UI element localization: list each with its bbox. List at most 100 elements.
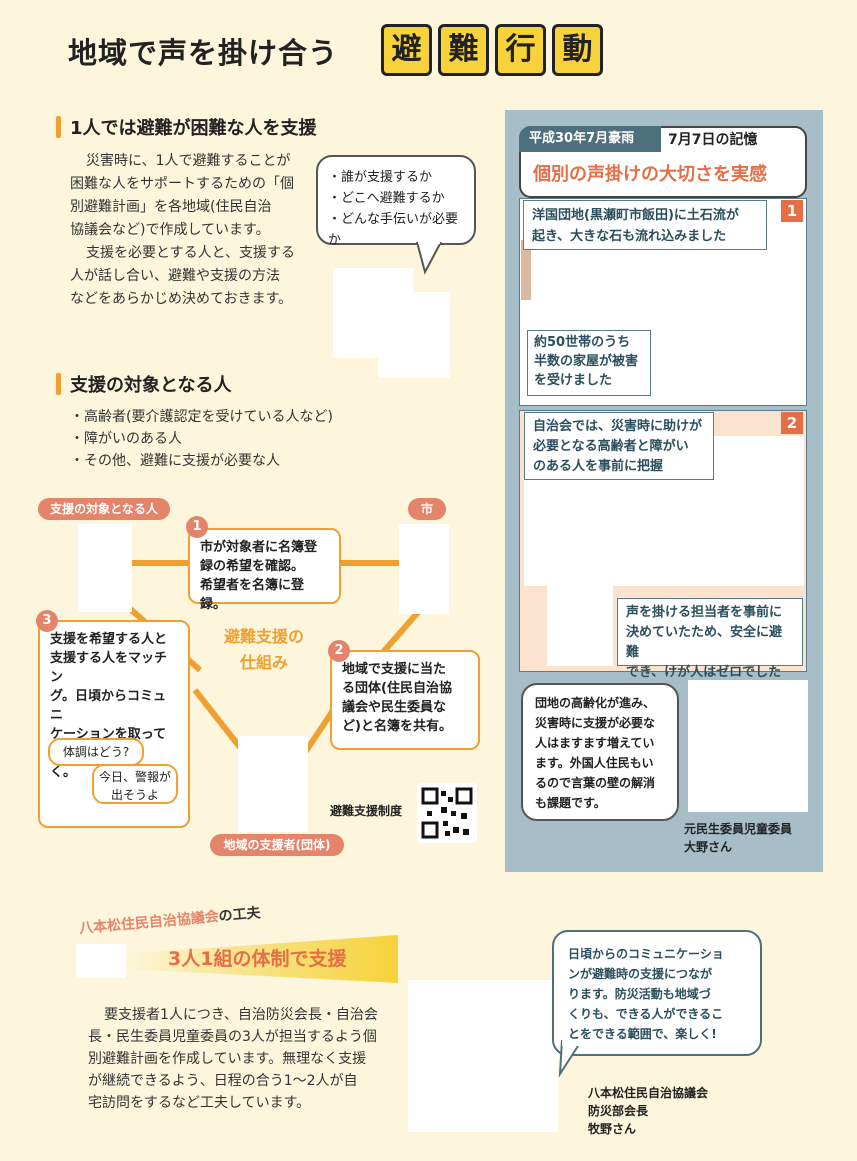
quote-line: ンが避難時の支援につなが	[568, 967, 713, 981]
section1-heading: 1人では避難が困難な人を支援	[56, 114, 317, 140]
para-line: 協議会など)で作成しています。	[70, 222, 270, 238]
makino-name: 八本松住民自治協議会 防災部会長 牧野さん	[588, 1084, 708, 1138]
photo-2-content	[547, 586, 613, 666]
step-line: く。	[50, 765, 77, 780]
quote-line: 団地の高齢化が進み、	[535, 696, 656, 710]
para-line: 人が話し合い、避難や支援の方法	[70, 268, 280, 284]
bubble-line: ・誰が支援するか	[328, 170, 433, 185]
step-line: 市が対象者に名簿登	[200, 540, 318, 555]
section2-heading: 支援の対象となる人	[56, 371, 231, 397]
photo1-number: 1	[781, 200, 803, 222]
step-line: グ。日頃からコミュニ	[50, 689, 166, 723]
photo1-caption: 洋国団地(黒瀬町市飯田)に土石流が 起き、大きな石も流れ込みました	[523, 200, 767, 250]
quote-line: くりも、できる人ができるこ	[568, 1007, 724, 1021]
quote-line: も課題です。	[535, 796, 606, 810]
questions-bubble: ・誰が支援するか ・どこへ避難するか ・どんな手伝いが必要か	[316, 155, 476, 248]
caption-line: でき、けが人はゼロでした	[626, 665, 782, 680]
section1-paragraph: 災害時に、1人で避難することが 困難な人をサポートするための「個 別避難計画」を…	[70, 150, 310, 311]
sidebar-tag-date: 7月7日の記憶	[668, 132, 758, 148]
photo2-caption: 自治会では、災害時に助けが 必要となる高齢者と障がい のある人を事前に把握	[524, 412, 714, 480]
step2-box: 地域で支援に当た る団体(住民自治協 議会や民生委員な ど)と名簿を共有。	[330, 650, 480, 750]
para-line: などをあらかじめ決めておきます。	[70, 291, 293, 307]
para-line: 宅訪問をするなど工夫しています。	[88, 1095, 311, 1111]
person-illustration	[78, 524, 132, 612]
ono-name: 元民生委員児童委員 大野さん	[684, 820, 792, 856]
makino-quote-bubble: 日頃からのコミュニケーショ ンが避難時の支援につなが ります。防災活動も地域づ …	[552, 930, 762, 1056]
step-line: 希望者を名簿に登録。	[200, 578, 305, 612]
sidebar-headline: 個別の声掛けの大切さを実感	[533, 164, 767, 185]
step-line: 地域で支援に当た	[342, 662, 447, 677]
group-illustration	[238, 736, 308, 832]
step-line: 議会や民生委員な	[342, 700, 447, 715]
caption-line: を受けました	[534, 373, 613, 388]
illustration-placeholder	[378, 292, 450, 378]
caption-line: 約50世帯のうち	[534, 335, 631, 350]
quote-line: 災害時に支援が必要な	[535, 716, 656, 730]
step-line: 支援を希望する人と	[50, 632, 168, 647]
tag-support-group: 地域の支援者(団体)	[210, 834, 344, 856]
tag-city: 市	[408, 498, 446, 520]
photo2-number: 2	[781, 412, 803, 434]
caption-line: 決めていたため、安全に避難	[626, 625, 783, 660]
step1-number: 1	[186, 516, 208, 538]
para-line: 別避難計画を作成しています。無理なく支援	[88, 1051, 367, 1067]
title-char-4: 動	[552, 24, 603, 76]
center-line: 避難支援の	[224, 627, 305, 646]
caption-line: 起き、大きな石も流れ込みました	[532, 229, 727, 244]
list-item: ・高齢者(要介護認定を受けている人など)	[70, 409, 333, 425]
person-line: 元民生委員児童委員	[684, 822, 793, 836]
person-line: 大野さん	[684, 840, 733, 854]
step-line: 支援する人をマッチン	[50, 651, 168, 685]
title-char-3: 行	[495, 24, 546, 76]
caption-line: 必要となる高齢者と障がい	[533, 439, 689, 454]
diagram-center-label: 避難支援の 仕組み	[224, 624, 304, 676]
bubble-line: ・どんな手伝いが必要か	[328, 212, 459, 248]
person-line: 牧野さん	[588, 1122, 637, 1136]
caption-line: のある人を事前に把握	[533, 459, 664, 474]
org-logo-placeholder	[76, 944, 126, 978]
chat-line: 今日、警報が	[98, 770, 171, 784]
person-line: 八本松住民自治協議会	[588, 1086, 709, 1100]
center-line: 仕組み	[240, 653, 289, 672]
para-line: 要支援者1人につき、自治防災会長・自治会	[104, 1007, 378, 1023]
bubble-tail	[416, 242, 442, 275]
title-char-1: 避	[381, 24, 432, 76]
para-line: が継続できるよう、日程の合う1〜2人が自	[88, 1073, 358, 1089]
tag-target-person: 支援の対象となる人	[38, 498, 170, 520]
target-list: ・高齢者(要介護認定を受けている人など) ・障がいのある人 ・その他、避難に支援…	[70, 406, 333, 472]
quote-line: 日頃からのコミュニケーショ	[568, 947, 724, 961]
list-item: ・障がいのある人	[70, 431, 182, 447]
photo1-caption2: 約50世帯のうち 半数の家屋が被害 を受けました	[527, 330, 651, 396]
quote-line: とをできる範囲で、楽しく!	[568, 1027, 717, 1041]
caption-line: 声を掛ける担当者を事前に	[626, 605, 783, 620]
quote-line: 人はますます増えてい	[535, 736, 655, 750]
step3-number: 3	[36, 610, 58, 632]
bottom-headline: 3人1組の体制で支援	[168, 948, 347, 970]
para-line: 支援を必要とする人と、支援する	[86, 245, 296, 261]
photo-1-detail	[521, 240, 531, 300]
list-item: ・その他、避難に支援が必要な人	[70, 453, 280, 469]
makino-bubble-tail	[558, 1040, 580, 1078]
step-line: 録の希望を確認。	[200, 559, 305, 574]
para-line: 困難な人をサポートするための「個	[70, 176, 294, 192]
caption-line: 自治会では、災害時に助けが	[533, 419, 703, 434]
makino-portrait	[408, 980, 558, 1132]
chat-bubble-2: 今日、警報が 出そうよ	[92, 764, 178, 804]
qr-code[interactable]	[417, 783, 477, 843]
qr-icon	[421, 787, 473, 839]
quote-line: ります。防災活動も地域づ	[568, 987, 711, 1001]
step-line: ど)と名簿を共有。	[342, 719, 452, 734]
org-suffix: の工夫	[217, 905, 262, 925]
city-illustration	[399, 524, 449, 614]
quote-line: るので言葉の壁の解消	[535, 776, 656, 790]
qr-label: 避難支援制度	[330, 804, 403, 818]
ono-quote-bubble: 団地の高齢化が進み、 災害時に支援が必要な 人はますます増えてい ます。外国人住…	[521, 683, 679, 821]
caption-line: 半数の家屋が被害	[534, 354, 639, 369]
chat-bubble-1: 体調はどう?	[48, 738, 144, 766]
photo2-caption2: 声を掛ける担当者を事前に 決めていたため、安全に避難 でき、けが人はゼロでした	[617, 598, 803, 680]
bubble-line: ・どこへ避難するか	[328, 191, 445, 206]
person-line: 防災部会長	[588, 1104, 649, 1118]
quote-line: ます。外国人住民もい	[535, 756, 654, 770]
ono-portrait	[688, 680, 808, 812]
title-char-2: 難	[438, 24, 489, 76]
